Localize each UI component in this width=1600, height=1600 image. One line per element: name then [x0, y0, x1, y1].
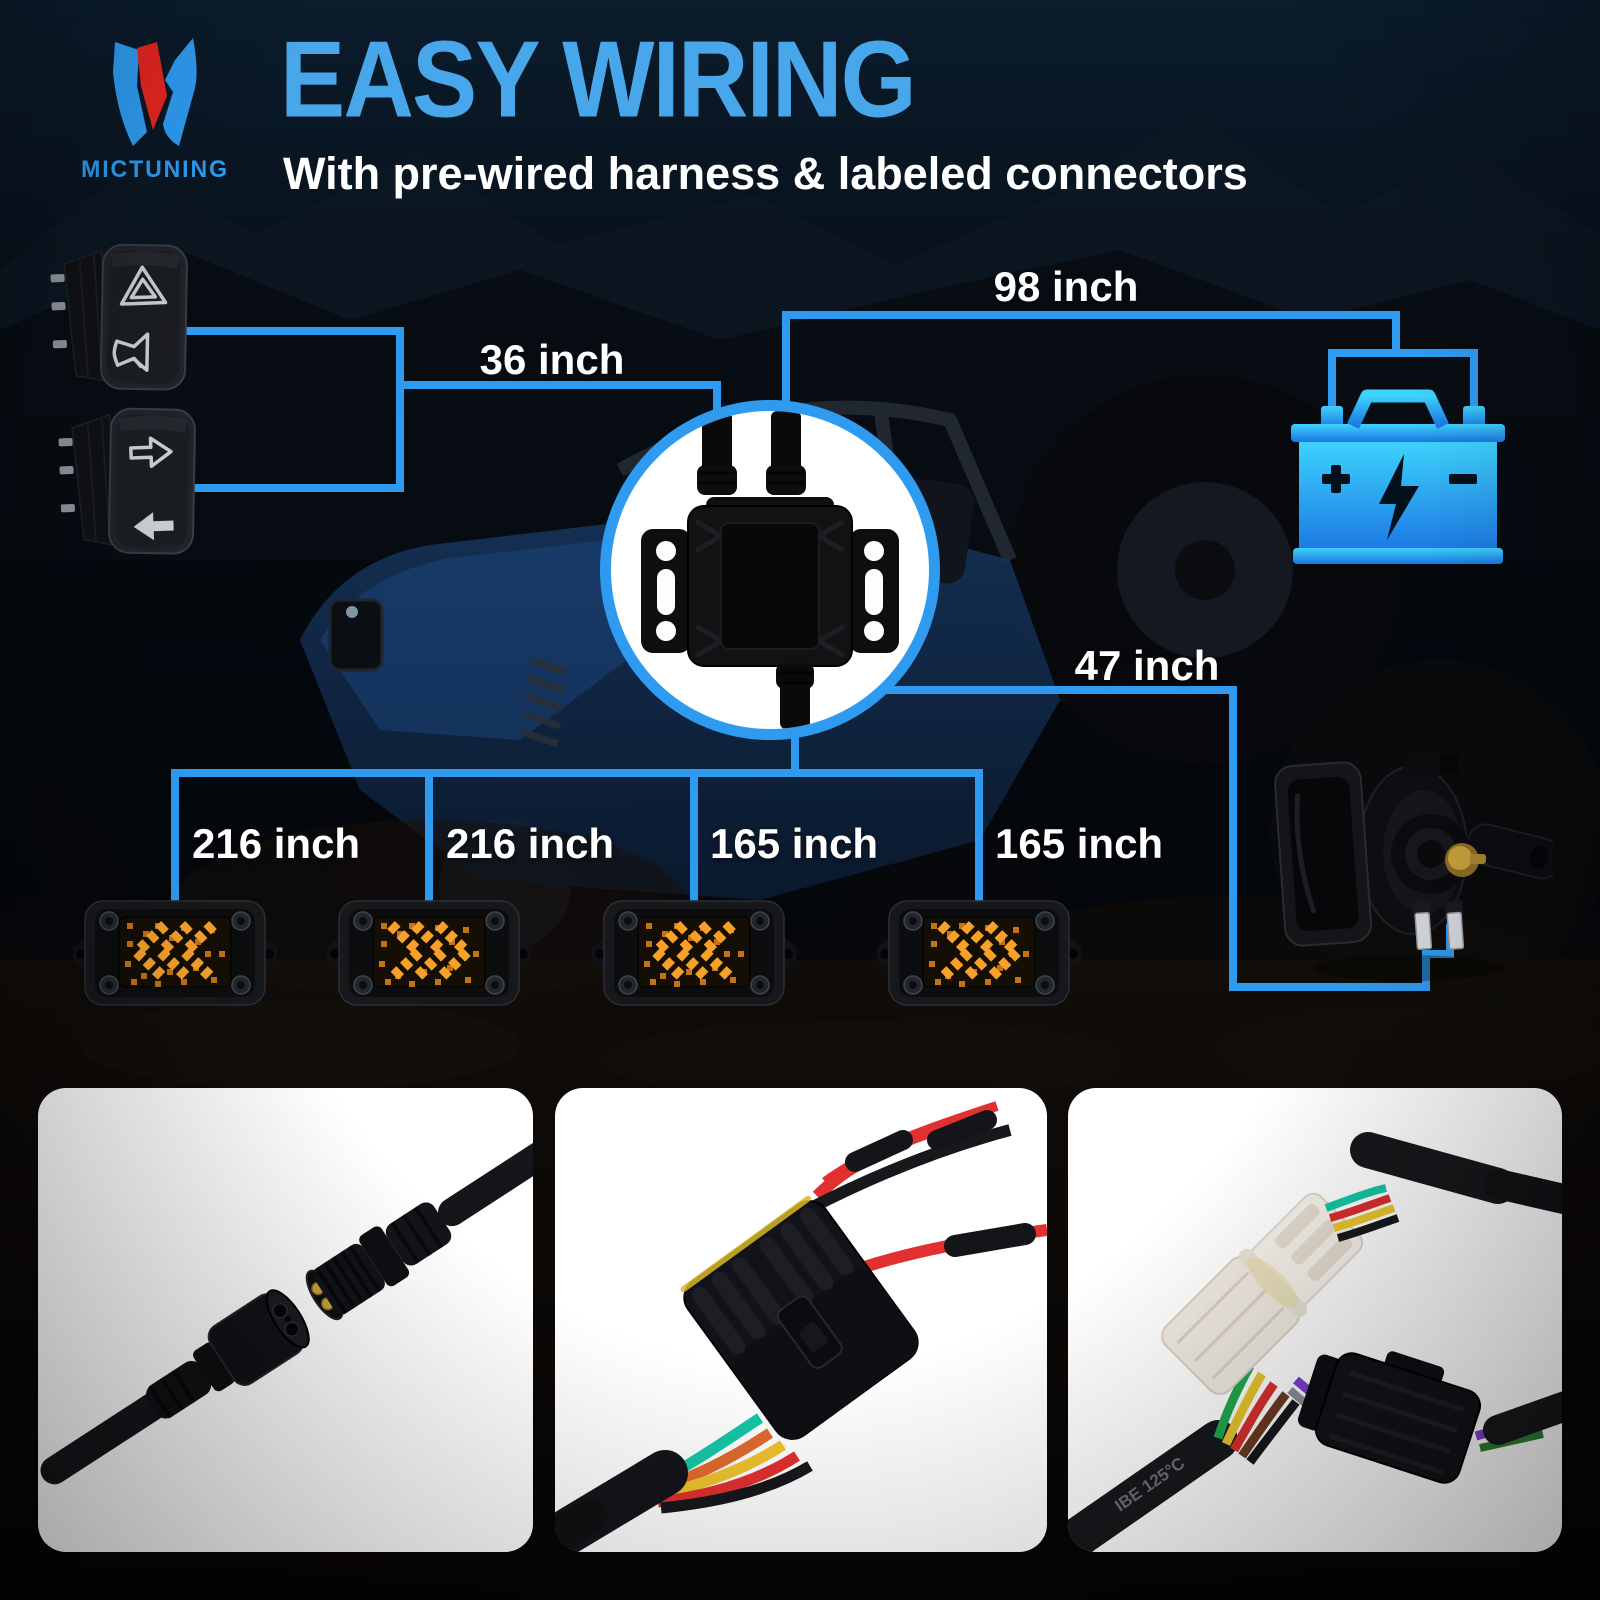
photo-connector-6pin	[555, 1088, 1047, 1552]
led-pod-arrow-left	[72, 900, 278, 1006]
wire-length-label: 36 inch	[479, 336, 625, 383]
battery-icon	[1291, 389, 1505, 564]
wire-length-label: 165 inch	[995, 820, 1164, 867]
photo-connector-round-2pin	[38, 1088, 533, 1552]
hazard-icon	[119, 265, 168, 306]
wire-length-label: 98 inch	[993, 263, 1139, 310]
horn-icon	[112, 332, 150, 372]
rocker-switch-hazard-horn	[49, 240, 194, 396]
control-module-circle	[600, 400, 940, 740]
brand-name: MICTUNING	[81, 156, 229, 183]
led-pod-arrow-right	[326, 900, 532, 1006]
photo-connector-labeled-pair: IBE 125°C	[1068, 1088, 1562, 1552]
lightning-icon	[1379, 454, 1419, 540]
wire-length-label: 216 inch	[446, 820, 615, 867]
mictuning-logo-icon	[113, 38, 197, 146]
wire-length-label: 216 inch	[192, 820, 361, 867]
arrow-right-icon	[129, 436, 173, 468]
rocker-switch-turn-signals	[57, 404, 202, 560]
page-subtitle: With pre-wired harness & labeled connect…	[283, 148, 1248, 199]
control-module	[641, 411, 899, 729]
led-pod-arrow-left	[591, 900, 797, 1006]
brand-logo: MICTUNING	[70, 36, 240, 184]
wire-length-label: 47 inch	[1074, 642, 1220, 689]
page-title: EASY WIRING	[280, 19, 917, 141]
wire-length-label: 165 inch	[710, 820, 879, 867]
led-pod-arrow-right	[876, 900, 1082, 1006]
arrow-left-icon	[133, 512, 174, 541]
horn	[1274, 750, 1553, 981]
